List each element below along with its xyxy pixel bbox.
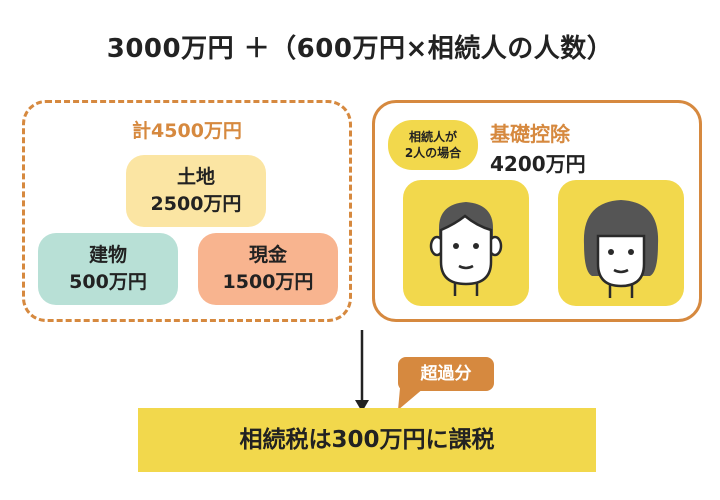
- estate-group-box: [22, 100, 352, 322]
- asset-land-card: 土地 2500万円: [126, 155, 266, 227]
- excess-tag: 超過分: [398, 357, 494, 391]
- deduction-group-box: [372, 100, 702, 322]
- result-box: 相続税は300万円に課税: [138, 408, 596, 472]
- heirs-count-badge: 相続人が 2人の場合: [388, 120, 478, 170]
- asset-cash-amount: 1500万円: [222, 271, 314, 293]
- asset-cash-card: 現金 1500万円: [198, 233, 338, 305]
- asset-building-card: 建物 500万円: [38, 233, 178, 305]
- man-avatar-icon: [429, 202, 503, 296]
- asset-land-name: 土地: [176, 166, 215, 188]
- deduction-title: 基礎控除: [490, 122, 570, 146]
- asset-building-name: 建物: [88, 244, 127, 266]
- heir-tile-man: [403, 180, 529, 306]
- down-arrow-icon: [355, 330, 369, 412]
- asset-cash-name: 現金: [248, 244, 287, 266]
- heirs-badge-line2: 2人の場合: [404, 146, 462, 160]
- asset-land-amount: 2500万円: [150, 193, 242, 215]
- deduction-amount: 4200万円: [490, 152, 586, 176]
- woman-avatar-icon: [583, 200, 659, 298]
- heirs-badge-line1: 相続人が: [408, 130, 457, 144]
- heir-tile-woman: [558, 180, 684, 306]
- formula-heading: 3000万円 ＋（600万円×相続人の人数）: [106, 34, 614, 64]
- tag-pointer-icon: [398, 388, 424, 410]
- estate-total-label: 計4500万円: [132, 120, 242, 142]
- asset-building-amount: 500万円: [69, 271, 147, 293]
